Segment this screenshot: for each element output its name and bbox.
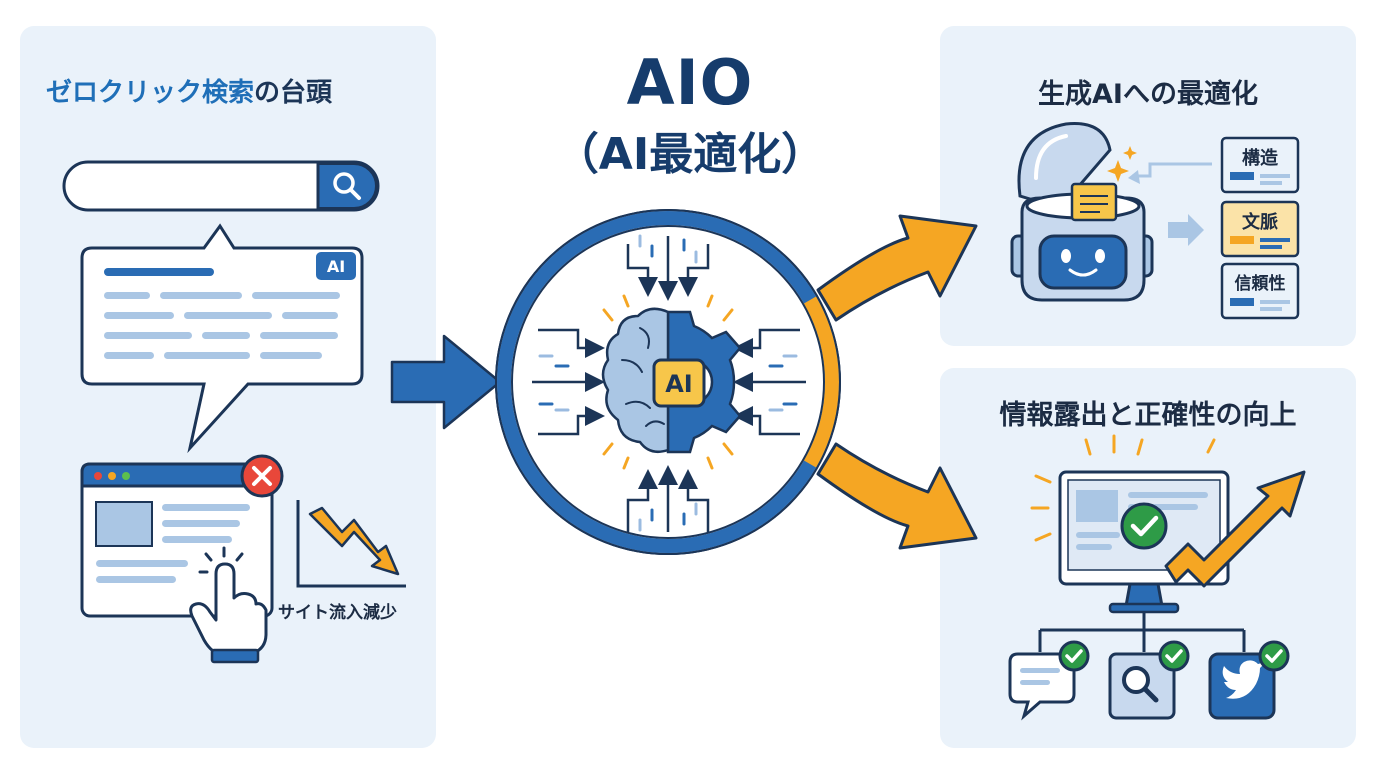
chip-structure: 構造: [1220, 136, 1300, 194]
output-arrows: [816, 214, 978, 550]
chip-structure-label: 構造: [1242, 147, 1278, 169]
traffic-decrease-label: サイト流入減少: [278, 603, 397, 623]
close-icon: [240, 454, 284, 498]
chip-arrows: [1128, 162, 1212, 246]
brain-gear-icon: AI: [601, 307, 742, 454]
top-right-panel-title: 生成AIへの最適化: [1038, 79, 1258, 110]
chip-trust-label: 信頼性: [1235, 273, 1286, 294]
bottom-right-panel-title: 情報露出と正確性の向上: [999, 400, 1297, 431]
left-panel-title-rest: の台頭: [254, 78, 333, 108]
social-bird-icon: [1208, 652, 1276, 720]
input-arrow: [390, 334, 502, 430]
social-check-icon: [1258, 640, 1290, 672]
robot-icon: [1010, 122, 1154, 302]
left-panel-title-highlight: ゼロクリック検索: [46, 78, 255, 108]
monitor-check-icon: [1120, 502, 1168, 550]
left-panel-title: ゼロクリック検索の台頭: [46, 72, 332, 109]
search-icon: [333, 172, 361, 200]
chip-context: 文脈: [1220, 200, 1300, 258]
search-bar: [62, 160, 380, 212]
glow-rays: [602, 294, 734, 470]
search-result-icon: [1108, 652, 1176, 720]
ai-badge-label: AI: [327, 257, 345, 276]
main-subtitle: （AI最適化）: [554, 129, 826, 180]
search-check-icon: [1158, 640, 1190, 672]
chip-context-label: 文脈: [1242, 211, 1278, 233]
main-title: AIO: [626, 46, 754, 119]
core-ai-label: AI: [665, 370, 693, 398]
declining-traffic-chart: [296, 500, 406, 588]
data-bits: [538, 234, 798, 532]
data-streams: [532, 236, 806, 532]
growth-arrow-icon: [1164, 470, 1306, 588]
ai-answer-bubble: AI: [80, 223, 364, 454]
channel-connectors: [1038, 612, 1246, 652]
chip-trust: 信頼性: [1220, 262, 1300, 320]
chat-check-icon: [1058, 640, 1090, 672]
pointer-hand-icon: [189, 546, 268, 664]
